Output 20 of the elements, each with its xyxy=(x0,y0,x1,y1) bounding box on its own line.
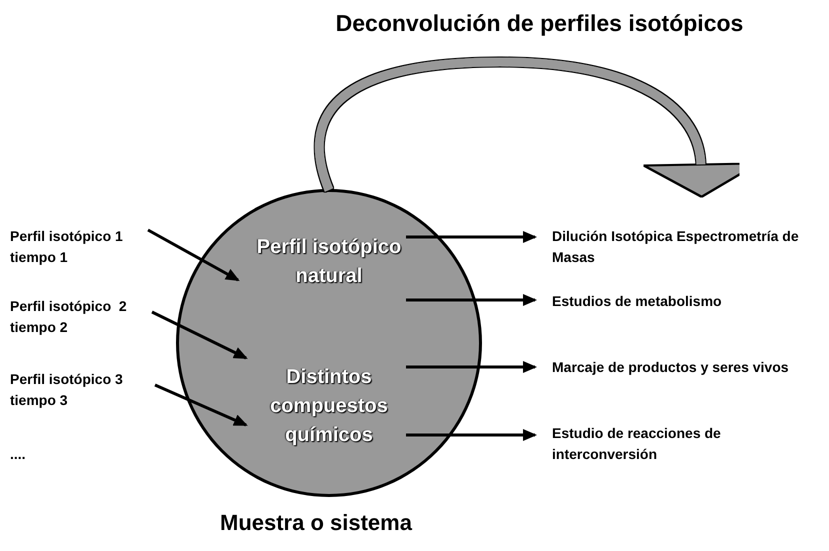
input-label: Perfil isotópico 2 tiempo 2 xyxy=(10,296,160,338)
circle-caption: Muestra o sistema xyxy=(220,510,412,536)
circle-text: Perfil isotópico natural xyxy=(256,235,402,289)
arrow xyxy=(406,361,537,373)
ellipsis-note: .... xyxy=(10,446,26,462)
title: Deconvolución de perfiles isotópicos xyxy=(336,10,744,37)
arrow xyxy=(406,429,537,441)
arrow xyxy=(154,384,248,426)
arrow xyxy=(406,294,537,306)
curved-arrow xyxy=(315,58,756,196)
arrow xyxy=(151,310,248,360)
application-label: Estudio de reacciones de interconversión xyxy=(552,423,762,465)
arrow xyxy=(147,228,240,282)
application-label: Estudios de metabolismo xyxy=(552,291,802,312)
circle-text: Distintos compuestos químicos xyxy=(269,365,389,448)
arrow xyxy=(406,231,537,243)
input-label: Perfil isotópico 3 tiempo 3 xyxy=(10,369,160,411)
input-label: Perfil isotópico 1 tiempo 1 xyxy=(10,226,155,268)
application-label: Dilución Isotópica Espectrometría de Masas xyxy=(552,226,807,268)
application-label: Marcaje de productos y seres vivos xyxy=(552,357,824,378)
